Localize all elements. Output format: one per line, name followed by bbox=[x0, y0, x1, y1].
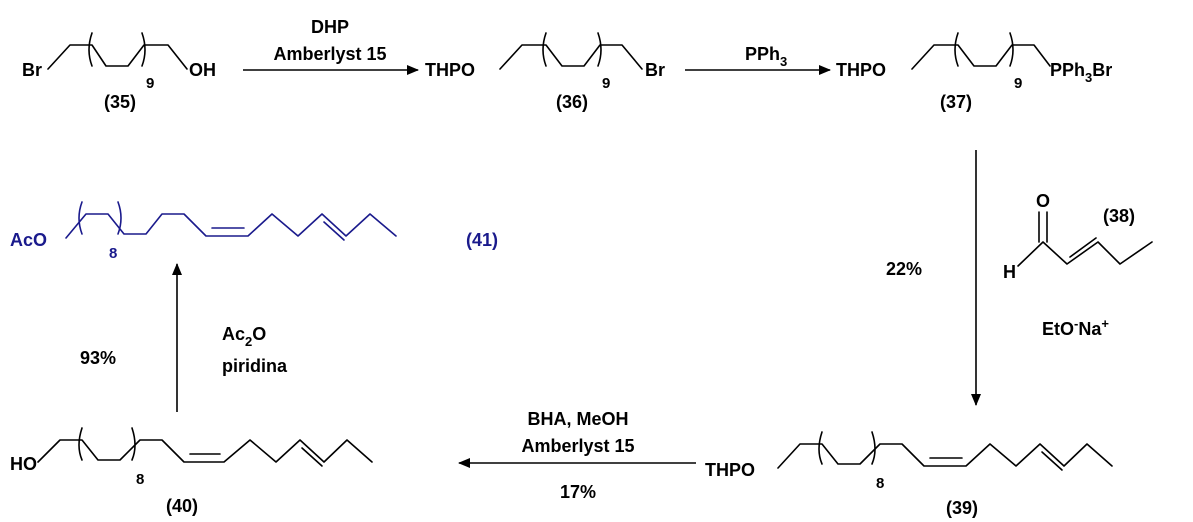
c41-e-double-bond bbox=[323, 221, 345, 241]
c40-e-double-bond bbox=[301, 447, 323, 467]
step-1: DHP Amberlyst 15 bbox=[243, 17, 419, 75]
c37-repeat: 9 bbox=[1014, 75, 1022, 92]
step4-reagent-2: Amberlyst 15 bbox=[521, 436, 634, 456]
c36-thpo-atom: THPO bbox=[425, 60, 475, 80]
step4-reagent-1: BHA, MeOH bbox=[527, 409, 628, 429]
step-5: 93% Ac2O piridina bbox=[80, 263, 288, 412]
c35-bracket-right bbox=[141, 32, 146, 67]
c40-label: (40) bbox=[166, 496, 198, 516]
c40-ho-atom: HO bbox=[10, 454, 37, 474]
c39-thpo-atom: THPO bbox=[705, 460, 755, 480]
compound-39: THPO 8 (39) bbox=[705, 431, 1113, 518]
step1-reagent-1: DHP bbox=[311, 17, 349, 37]
compound-38: O H (38) bbox=[1003, 191, 1153, 282]
c38-double-bond bbox=[1069, 237, 1097, 258]
c37-bracket-right bbox=[1009, 32, 1014, 67]
compound-35: Br 9 OH (35) bbox=[22, 32, 216, 112]
c39-bracket-right bbox=[871, 431, 876, 465]
c37-pph3br: PPh3Br bbox=[1050, 60, 1112, 85]
c41-bracket-left bbox=[78, 201, 83, 235]
c35-repeat: 9 bbox=[146, 75, 154, 92]
c41-label: (41) bbox=[466, 230, 498, 250]
c37-bracket-left bbox=[954, 32, 959, 67]
step5-reagent: Ac2O bbox=[222, 324, 266, 349]
c35-oh-atom: OH bbox=[189, 60, 216, 80]
step3-yield: 22% bbox=[886, 259, 922, 279]
c38-chain bbox=[1017, 241, 1153, 267]
c40-chain bbox=[37, 439, 373, 463]
step2-reagent: PPh3 bbox=[745, 44, 787, 69]
c37-label: (37) bbox=[940, 92, 972, 112]
c35-bracket-left bbox=[88, 32, 93, 67]
c40-bracket-left bbox=[78, 427, 83, 461]
c38-h-atom: H bbox=[1003, 262, 1016, 282]
c35-br-atom: Br bbox=[22, 60, 42, 80]
c36-label: (36) bbox=[556, 92, 588, 112]
c36-bracket-right bbox=[597, 32, 602, 67]
step-3: 22% EtO-Na+ bbox=[886, 150, 1109, 406]
step3-base: EtO-Na+ bbox=[1042, 316, 1109, 339]
c39-e-double-bond bbox=[1041, 451, 1063, 471]
c36-repeat: 9 bbox=[602, 75, 610, 92]
step1-reagent-2: Amberlyst 15 bbox=[273, 44, 386, 64]
c37-thpo-atom: THPO bbox=[836, 60, 886, 80]
c41-bracket-right bbox=[117, 201, 122, 235]
c39-repeat: 8 bbox=[876, 475, 884, 492]
c41-aco-atom: AcO bbox=[10, 230, 47, 250]
step5-solvent: piridina bbox=[222, 356, 288, 376]
c39-label: (39) bbox=[946, 498, 978, 518]
compound-36: THPO 9 Br (36) bbox=[425, 32, 665, 112]
step5-yield: 93% bbox=[80, 348, 116, 368]
compound-41: AcO 8 (41) bbox=[10, 201, 498, 262]
c38-o-atom: O bbox=[1036, 191, 1050, 211]
c36-bracket-left bbox=[542, 32, 547, 67]
step-4: BHA, MeOH Amberlyst 15 17% bbox=[458, 409, 696, 502]
c41-repeat: 8 bbox=[109, 245, 117, 262]
c36-chain bbox=[499, 44, 643, 70]
c38-label: (38) bbox=[1103, 206, 1135, 226]
c35-chain bbox=[47, 44, 188, 70]
c39-chain bbox=[777, 443, 1113, 469]
c36-br-atom: Br bbox=[645, 60, 665, 80]
compound-40: HO 8 (40) bbox=[10, 427, 373, 516]
c39-bracket-left bbox=[818, 431, 823, 465]
compound-37: THPO 9 PPh3Br (37) bbox=[836, 32, 1112, 112]
c40-repeat: 8 bbox=[136, 471, 144, 488]
c40-bracket-right bbox=[131, 427, 136, 461]
c35-label: (35) bbox=[104, 92, 136, 112]
c37-chain bbox=[911, 44, 1051, 70]
step4-yield: 17% bbox=[560, 482, 596, 502]
c41-chain bbox=[65, 213, 397, 239]
step-2: PPh3 bbox=[685, 44, 831, 75]
